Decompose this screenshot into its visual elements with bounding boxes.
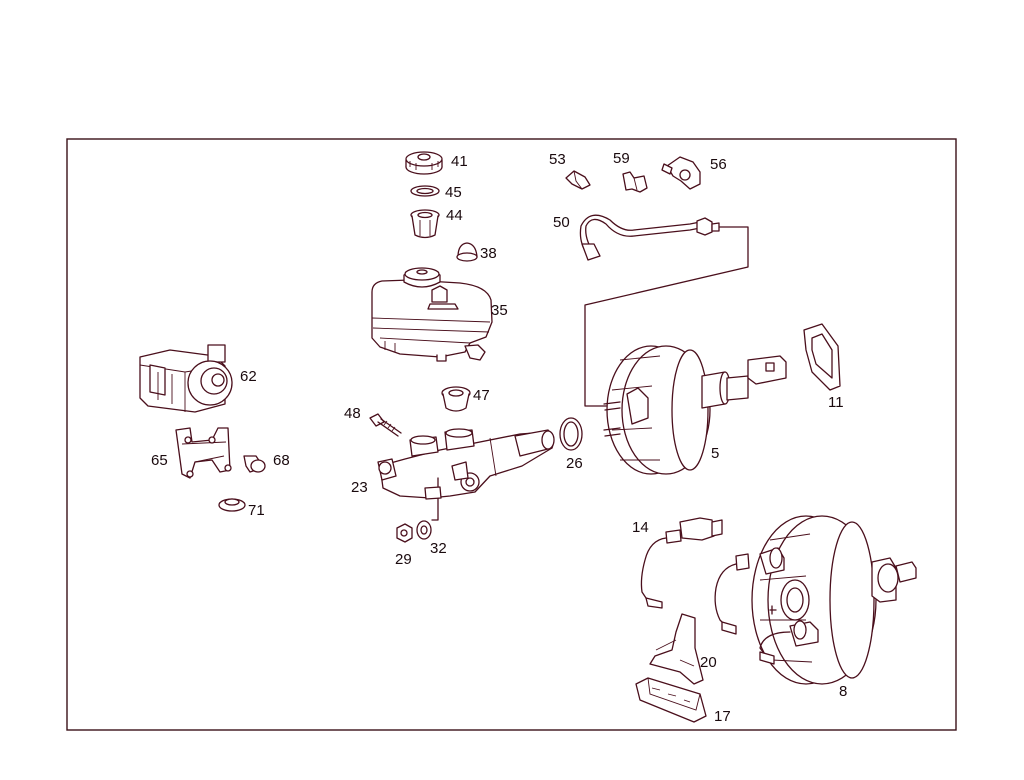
callout-labels: 41 45 44 38 35 53 59 56 50 62 65 68 71 4… — [151, 150, 847, 725]
label-26: 26 — [566, 455, 583, 472]
diagram-frame — [66, 138, 957, 731]
label-65: 65 — [151, 452, 168, 469]
label-62: 62 — [240, 368, 257, 385]
part-38-plug[interactable] — [456, 242, 478, 262]
part-5-brake-booster[interactable] — [603, 345, 787, 475]
part-35-brake-fluid-reservoir[interactable] — [371, 267, 493, 362]
label-23: 23 — [351, 479, 368, 496]
label-29: 29 — [395, 551, 412, 568]
part-65-abs-bracket[interactable] — [175, 427, 232, 479]
label-14: 14 — [632, 519, 649, 536]
part-45-seal-washer[interactable] — [410, 185, 440, 197]
label-41: 41 — [451, 153, 468, 170]
part-53-pipe-clip[interactable] — [565, 170, 591, 190]
part-14-pressure-sensor[interactable] — [640, 517, 723, 609]
label-35: 35 — [491, 302, 508, 319]
label-38: 38 — [480, 245, 497, 262]
label-50: 50 — [553, 214, 570, 231]
label-45: 45 — [445, 184, 462, 201]
label-11: 11 — [828, 394, 844, 411]
part-56-pipe-clip[interactable] — [661, 156, 701, 190]
part-59-pipe-clip[interactable] — [622, 171, 648, 193]
label-53: 53 — [549, 151, 566, 168]
part-20-mounting-bracket[interactable] — [649, 613, 704, 685]
part-48-bleed-screw[interactable] — [369, 413, 402, 437]
part-62-abs-hydraulic-unit[interactable] — [139, 344, 233, 413]
label-8: 8 — [839, 683, 847, 700]
part-23-brake-master-cylinder[interactable] — [377, 428, 555, 521]
part-71-rubber-grommet[interactable] — [218, 498, 246, 512]
part-8-brake-booster-with-sensors[interactable] — [714, 515, 917, 685]
label-68: 68 — [273, 452, 290, 469]
part-32-sealing-washer[interactable] — [416, 520, 432, 540]
part-68-mounting-screw[interactable] — [243, 455, 266, 473]
part-11-booster-gasket[interactable] — [803, 323, 841, 391]
part-26-o-ring[interactable] — [559, 417, 583, 451]
label-5: 5 — [711, 445, 719, 462]
part-50-vacuum-line[interactable] — [579, 214, 749, 407]
label-47: 47 — [473, 387, 490, 404]
label-59: 59 — [613, 150, 630, 167]
label-44: 44 — [446, 207, 463, 224]
part-29-nut[interactable] — [396, 523, 413, 543]
label-17: 17 — [714, 708, 731, 725]
label-71: 71 — [248, 502, 265, 519]
part-41-reservoir-cap[interactable] — [405, 151, 443, 175]
label-20: 20 — [700, 654, 717, 671]
part-47-reservoir-grommet[interactable] — [441, 386, 471, 412]
label-32: 32 — [430, 540, 447, 557]
label-56: 56 — [710, 156, 727, 173]
part-44-strainer[interactable] — [410, 209, 440, 239]
label-48: 48 — [344, 405, 361, 422]
part-17-cover-plate[interactable] — [635, 677, 707, 723]
